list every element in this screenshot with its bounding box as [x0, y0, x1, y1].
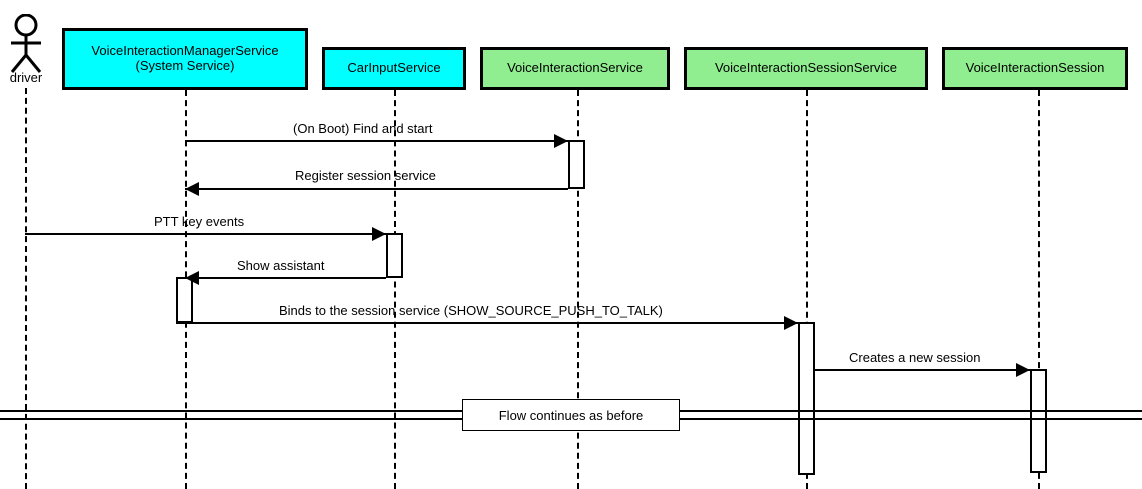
message-arrowhead-creates-a-new-session: [1016, 363, 1030, 377]
message-arrowhead-ptt-key-events: [372, 227, 386, 241]
message-line-register-session-service: [185, 188, 568, 190]
message-line-creates-a-new-session: [815, 369, 1030, 371]
message-line-on-boot-find-and-start: [185, 140, 568, 142]
message-line-ptt-key-events: [25, 233, 386, 235]
message-label-creates-a-new-session: Creates a new session: [849, 350, 981, 365]
message-label-on-boot-find-and-start: (On Boot) Find and start: [293, 121, 433, 136]
divider-label-flow-continues: Flow continues as before: [462, 399, 680, 431]
message-label-show-assistant: Show assistant: [237, 258, 325, 273]
activation-carinputservice: [386, 233, 403, 278]
actor-driver-icon: [10, 14, 42, 73]
message-arrowhead-show-assistant: [185, 271, 199, 285]
participant-voiceinteractionservice[interactable]: VoiceInteractionService: [480, 47, 670, 90]
participant-voiceinteractionsessionservice[interactable]: VoiceInteractionSessionService: [684, 47, 928, 90]
message-arrowhead-binds-to-session-service: [784, 316, 798, 330]
message-arrowhead-register-session-service: [185, 182, 199, 196]
lifeline-voiceinteractionservice: [577, 90, 579, 489]
participant-carinputservice[interactable]: CarInputService: [322, 47, 466, 90]
activation-voiceinteractionsession: [1030, 369, 1047, 473]
message-line-binds-to-session-service: [176, 322, 798, 324]
participant-voiceinteractionsession[interactable]: VoiceInteractionSession: [942, 47, 1128, 90]
message-arrowhead-on-boot-find-and-start: [554, 134, 568, 148]
lifeline-carinputservice: [394, 90, 396, 489]
participant-voiceinteractionmanagerservice[interactable]: VoiceInteractionManagerService (System S…: [62, 28, 308, 90]
message-label-binds-to-session-service: Binds to the session service (SHOW_SOURC…: [279, 303, 663, 318]
lifeline-driver: [25, 88, 27, 489]
actor-driver-label: driver: [9, 70, 43, 85]
activation-voiceinteractionservice: [568, 140, 585, 189]
activation-voiceinteractionsessionservice: [798, 322, 815, 475]
message-label-ptt-key-events: PTT key events: [154, 214, 245, 229]
lifeline-voiceinteractionsession: [1038, 90, 1040, 489]
message-line-show-assistant: [176, 277, 386, 279]
lifeline-voiceinteractionsessionservice: [806, 90, 808, 489]
message-label-register-session-service: Register session service: [295, 168, 436, 183]
